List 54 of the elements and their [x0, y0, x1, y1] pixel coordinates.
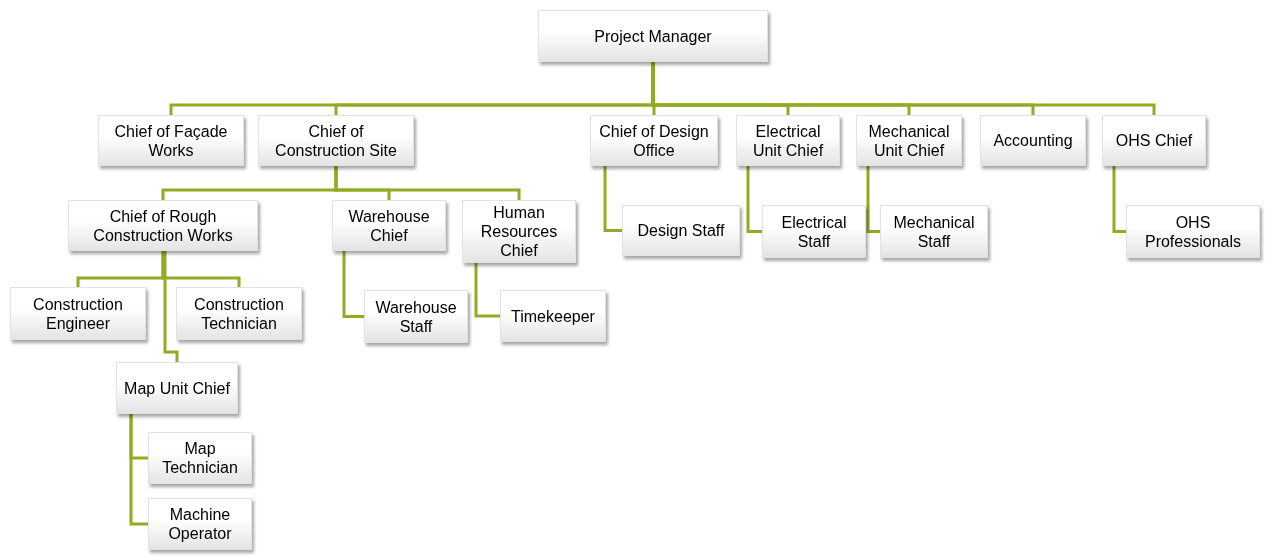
role-label: Machine Operator — [167, 505, 233, 543]
role-label: Chief of Construction Site — [274, 121, 398, 160]
role-label: Mechanical Staff — [892, 212, 976, 251]
role-label: Mechanical Unit Chief — [867, 121, 951, 160]
connector-line — [334, 166, 521, 200]
role-label: Accounting — [993, 131, 1073, 150]
connector-line — [342, 251, 364, 318]
org-box — [10, 287, 146, 340]
role-label: Map Unit Chief — [124, 378, 230, 398]
org-box — [364, 290, 468, 343]
connector-line — [129, 414, 148, 526]
org-box — [148, 432, 252, 484]
org-box — [462, 200, 576, 263]
role-label: Electrical Unit Chief — [751, 121, 825, 160]
role-label: Construction Technician — [193, 294, 285, 333]
org-box — [622, 205, 740, 256]
role-label: OHS Professionals — [1143, 212, 1242, 251]
org-box — [762, 205, 866, 258]
role-label: Map Technician — [161, 439, 239, 477]
org-box — [332, 200, 446, 251]
org-box — [856, 115, 962, 166]
org-box — [500, 290, 606, 342]
org-box — [736, 115, 840, 166]
role-label: Design Staff — [637, 221, 725, 240]
connector-line — [163, 251, 179, 362]
connector-line — [746, 166, 762, 233]
role-label: Chief of Design Office — [598, 121, 710, 160]
org-box — [68, 200, 258, 251]
role-label: Project Manager — [594, 26, 712, 46]
role-label: Timekeeper — [511, 306, 595, 326]
role-label: Chief of Façade Works — [113, 121, 229, 160]
org-box — [116, 362, 238, 414]
role-label: Human Resources Chief — [479, 203, 559, 260]
connector-line — [866, 166, 880, 233]
role-label: OHS Chief — [1115, 131, 1193, 150]
org-box — [1102, 115, 1206, 166]
org-box — [880, 205, 988, 258]
org-box — [590, 115, 718, 166]
org-box — [258, 115, 414, 166]
org-box — [980, 115, 1086, 166]
role-label: Warehouse Staff — [374, 297, 458, 336]
role-label: Construction Engineer — [32, 294, 124, 333]
org-box — [1126, 205, 1260, 258]
role-label: Electrical Staff — [780, 212, 848, 251]
org-box — [176, 287, 302, 340]
connector-line — [474, 263, 500, 318]
connector-line — [161, 251, 241, 287]
role-label: Chief of Rough Construction Works — [92, 206, 234, 245]
connector-line — [1112, 166, 1126, 233]
org-box — [538, 10, 768, 62]
connector-line — [603, 166, 622, 232]
org-box — [98, 115, 244, 166]
org-box — [148, 498, 252, 550]
role-label: Warehouse Chief — [347, 206, 431, 245]
